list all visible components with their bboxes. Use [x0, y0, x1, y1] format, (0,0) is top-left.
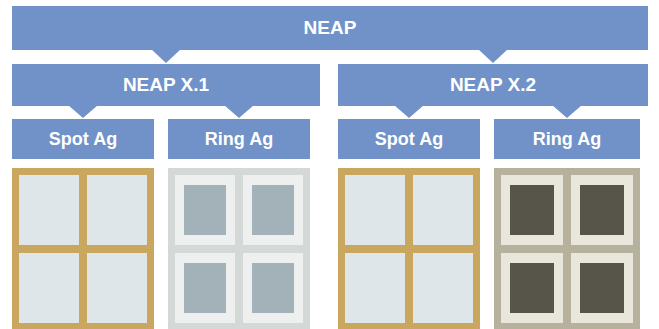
box-label: Ring Ag: [533, 129, 601, 150]
spot-ag-photo: [338, 168, 480, 329]
pointer-triangle: [68, 105, 98, 118]
box-label: NEAP X.1: [123, 74, 209, 96]
pointer-triangle: [151, 49, 181, 63]
ring-ag-photo: [494, 168, 640, 329]
box-label: Spot Ag: [49, 129, 117, 150]
group-band: NEAP X.1: [12, 64, 320, 106]
pointer-triangle: [394, 105, 424, 118]
ring-ag-photo: [168, 168, 310, 329]
box-label: Spot Ag: [375, 129, 443, 150]
variant-box: Spot Ag: [338, 119, 480, 159]
box-label: NEAP: [304, 17, 357, 39]
variant-box: Spot Ag: [12, 119, 154, 159]
pointer-triangle: [552, 105, 582, 118]
variant-box: Ring Ag: [494, 119, 640, 159]
pointer-triangle: [224, 105, 254, 118]
box-label: NEAP X.2: [450, 74, 536, 96]
root-band: NEAP: [12, 6, 648, 50]
pointer-triangle: [478, 49, 508, 63]
variant-box: Ring Ag: [168, 119, 310, 159]
spot-ag-photo: [12, 168, 154, 329]
group-band: NEAP X.2: [338, 64, 648, 106]
box-label: Ring Ag: [205, 129, 273, 150]
